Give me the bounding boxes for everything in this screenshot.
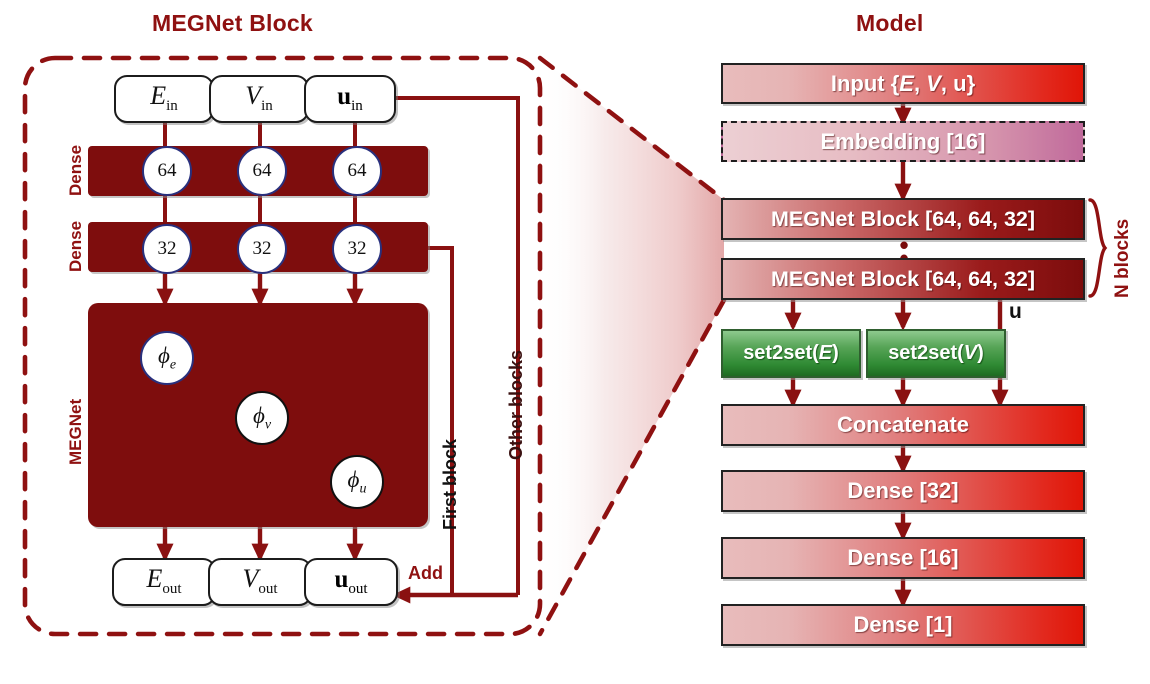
unit-32-e: 32 [142,224,192,274]
label-dense-row-64: Dense [66,144,85,196]
label-add: Add [408,563,443,583]
n-blocks-brace [1088,198,1108,298]
model-bar-dense-1-label: Dense [1] [853,612,953,637]
label-first-block: First block [440,438,460,530]
node-phi-v[interactable]: ϕv [235,391,289,445]
zoom-callout-funnel [540,58,724,634]
unit-64-u: 64 [332,146,382,196]
node-phi-u-label: ϕu [347,466,367,497]
node-e-out-label: Eout [146,564,182,598]
label-other-blocks: Other blocks [506,349,526,460]
model-bar-megnet-block-n[interactable]: MEGNet Block [64, 64, 32] [721,258,1085,300]
unit-32-v: 32 [237,224,287,274]
node-phi-v-label: ϕv [252,402,272,433]
unit-32-v-label: 32 [252,238,272,259]
unit-64-e-label: 64 [157,160,177,181]
unit-64-u-label: 64 [347,160,367,181]
unit-64-v: 64 [237,146,287,196]
unit-64-e: 64 [142,146,192,196]
unit-32-u: 32 [332,224,382,274]
zoom-callout-edge-bottom [537,297,727,637]
megnet-block-dashed-frame [22,55,543,637]
label-megnet-inner: MEGNet [66,398,85,465]
node-u-in[interactable]: uin [304,75,396,123]
node-e-out[interactable]: Eout [112,558,216,606]
model-bar-set2set-e[interactable]: set2set(E) [721,329,861,378]
model-bar-input-label: Input {E, V, u} [830,70,976,96]
label-dense-row-32: Dense [66,220,85,272]
node-u-in-label: uin [337,83,363,114]
page-title-model: Model [856,10,924,36]
label-u-skip: u [1009,300,1022,323]
model-bar-megnet-block-n-label: MEGNet Block [64, 64, 32] [770,266,1036,291]
page-title-megnet-block: MEGNet Block [152,10,313,36]
node-v-in-label: Vin [245,81,273,115]
node-u-out[interactable]: uout [304,558,398,606]
node-e-in-label: Ein [150,81,178,115]
node-e-in[interactable]: Ein [114,75,214,123]
node-phi-e[interactable]: ϕe [140,331,194,385]
model-bar-megnet-block-1[interactable]: MEGNet Block [64, 64, 32] [721,198,1085,240]
model-bar-megnet-block-1-label: MEGNet Block [64, 64, 32] [770,206,1036,231]
unit-32-e-label: 32 [157,238,177,259]
model-bar-set2set-e-label: set2set(E) [743,342,839,364]
model-bar-dense-16[interactable]: Dense [16] [721,537,1085,579]
model-bar-embedding[interactable]: Embedding [16] [721,121,1085,162]
model-bar-embedding-label: Embedding [16] [820,128,986,154]
unit-32-u-label: 32 [347,238,367,259]
model-bar-set2set-v-label: set2set(V) [888,342,984,364]
model-bar-set2set-v[interactable]: set2set(V) [866,329,1006,378]
node-phi-e-label: ϕe [157,342,177,373]
node-phi-u[interactable]: ϕu [330,455,384,509]
model-bar-concatenate-label: Concatenate [836,412,970,437]
model-bar-input[interactable]: Input {E, V, u} [721,63,1085,104]
node-v-out-label: Vout [242,564,278,598]
node-u-out-label: uout [334,566,368,597]
model-bar-dense-1[interactable]: Dense [1] [721,604,1085,646]
node-v-out[interactable]: Vout [208,558,312,606]
model-bar-concatenate[interactable]: Concatenate [721,404,1085,446]
model-bar-dense-16-label: Dense [16] [847,545,959,570]
unit-64-v-label: 64 [252,160,272,181]
model-bar-dense-32[interactable]: Dense [32] [721,470,1085,512]
node-v-in[interactable]: Vin [209,75,309,123]
label-n-blocks: N blocks [1112,218,1133,298]
skip-path-other-blocks [394,96,520,595]
zoom-callout-edge-top [537,55,727,203]
model-bar-dense-32-label: Dense [32] [847,478,959,503]
